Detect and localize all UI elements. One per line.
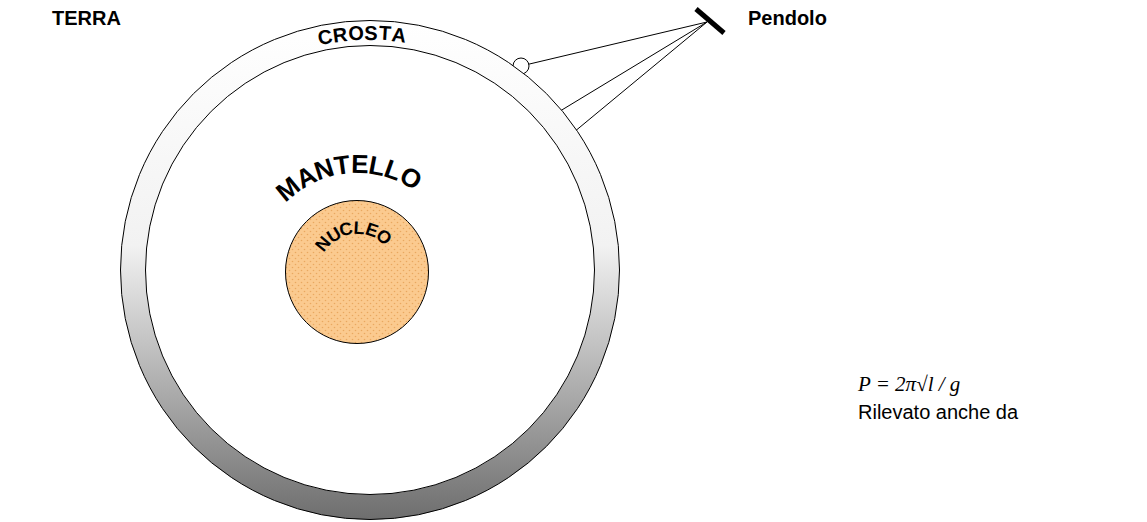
- shape: [146, 46, 595, 495]
- mantle-region: MANTELLO NUCLEO: [145, 45, 595, 495]
- crust-band: CROSTAMANTELLONUCLEO: [120, 20, 620, 520]
- mantle-label: MANTELLO: [272, 151, 426, 206]
- letter: T: [378, 23, 391, 44]
- pendulum-string: [568, 22, 707, 137]
- letter: C: [315, 26, 333, 48]
- pendulum-string: [521, 22, 707, 66]
- letter: T: [332, 151, 351, 179]
- pendulum-support: [696, 9, 724, 33]
- period-formula: P = 2π√l / g: [858, 372, 960, 397]
- letter: R: [331, 24, 348, 46]
- letter: A: [391, 24, 408, 46]
- pendulum-label: Pendolo: [748, 6, 827, 30]
- crust-label: CROSTA: [315, 23, 407, 49]
- shape: [286, 201, 429, 344]
- core-circle: NUCLEO: [285, 200, 429, 344]
- pendulum-string: [542, 22, 707, 122]
- letter: E: [351, 151, 369, 177]
- title-label: TERRA: [52, 6, 121, 30]
- letter: O: [347, 23, 364, 44]
- note-label: Rilevato anche da: [858, 400, 1018, 424]
- letter: C: [338, 219, 355, 240]
- letter: S: [364, 23, 377, 43]
- shape: [121, 21, 620, 520]
- core-label: NUCLEO: [312, 219, 395, 255]
- shape: [286, 201, 429, 344]
